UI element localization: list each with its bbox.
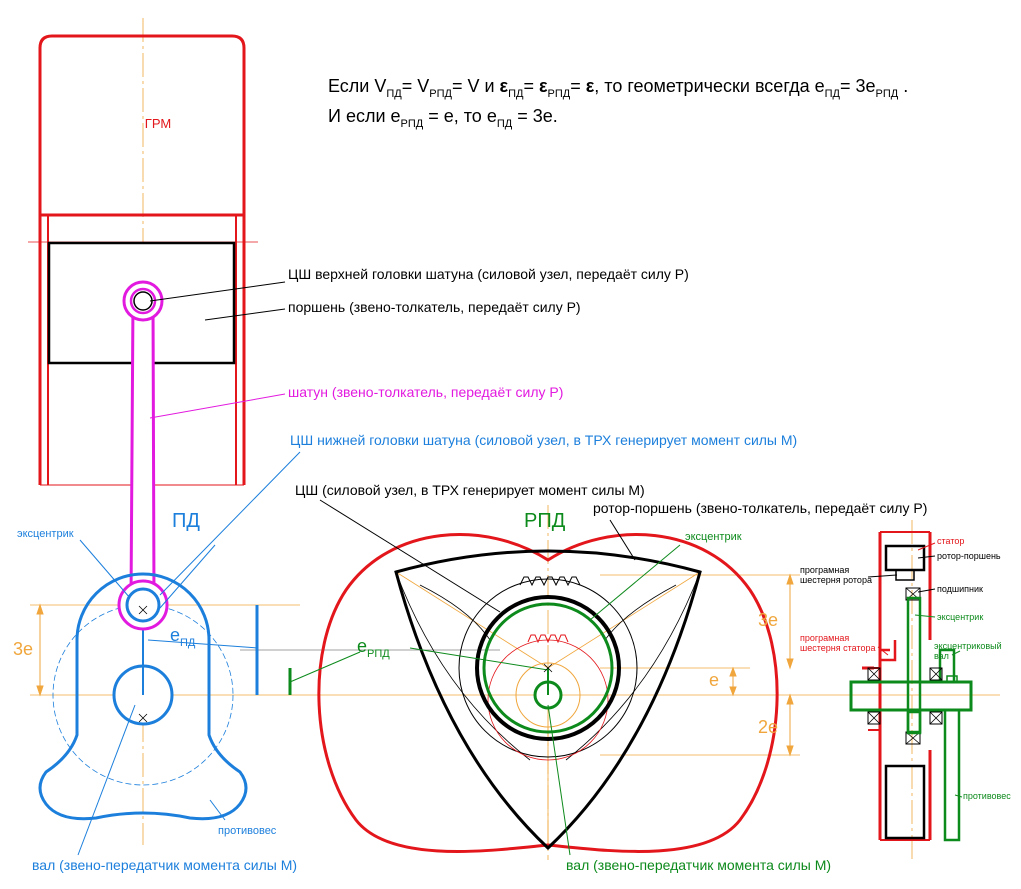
dim-2e-label: 2e xyxy=(758,717,778,737)
dim-rpd xyxy=(729,573,794,757)
side-ecc-shaft-label-2: вал xyxy=(934,651,949,661)
connecting-rod xyxy=(129,298,156,602)
rod-label: шатун (звено-толкатель, передаёт силу P) xyxy=(288,384,563,400)
grm-label: ГРМ xyxy=(145,116,171,131)
dim-3e-left-label: 3e xyxy=(13,639,33,659)
crank-web xyxy=(38,572,248,821)
side-counterweight-label: противовес xyxy=(963,791,1011,801)
side-rotor-piston-label: ротор-поршень xyxy=(937,551,1001,561)
stator-housing xyxy=(317,533,779,853)
rpd-bearing-ring xyxy=(475,595,621,741)
side-stator-gear-label-2: шестерня статора xyxy=(800,643,875,653)
joint-markers xyxy=(138,605,553,723)
eccentric-rpd-label: эксцентрик xyxy=(685,531,742,543)
rpd-joint-label: ЦШ (силовой узел, в ТРХ генерирует момен… xyxy=(295,482,645,498)
formula-line-2: И если eРПД = e, то eПД = 3e. xyxy=(328,106,558,130)
shaft-rpd-label: вал (звено-передатчик момента силы M) xyxy=(566,857,831,873)
dim-e-label: e xyxy=(709,670,719,690)
orange-circle-rpd xyxy=(515,662,581,728)
formula-line-1: Если VПД= VРПД= V и εПД= εРПД= ε, то гео… xyxy=(328,76,908,100)
rpd-title: РПД xyxy=(524,510,566,532)
side-ecc-shaft-label-1: эксцентриковый xyxy=(934,641,1002,651)
rotor-flank-curves xyxy=(395,571,701,761)
top-joint-label: ЦШ верхней головки шатуна (силовой узел,… xyxy=(288,266,689,282)
side-section xyxy=(849,520,973,860)
rotor-gear-teeth xyxy=(519,576,581,587)
eccentric-pd-label: эксцентрик xyxy=(17,528,74,540)
grm-housing xyxy=(38,34,246,217)
pd-title: ПД xyxy=(172,510,200,532)
stator-gear-teeth xyxy=(527,634,569,644)
dim-3e-right-label: 3e xyxy=(758,610,778,630)
eccentric-rpd xyxy=(482,602,614,734)
rpd-centerlines xyxy=(395,505,800,860)
rotor-gear-circle xyxy=(458,578,638,758)
side-rotor-gear-label-1: програмная xyxy=(800,565,849,575)
side-bearing-label: подшипник xyxy=(937,584,983,594)
rotor-piston-label: ротор-поршень (звено-толкатель, передаёт… xyxy=(593,500,927,516)
piston-label: поршень (звено-толкатель, передаёт силу … xyxy=(288,299,581,315)
counterweight-label: противовес xyxy=(218,825,277,837)
eccentric-pd xyxy=(125,587,161,623)
shaft-pd-label: вал (звено-передатчик момента силы M) xyxy=(32,857,297,873)
rotor-piston xyxy=(394,549,702,851)
side-rotor-gear-label-2: шестерня ротора xyxy=(800,575,872,585)
bottom-joint-label: ЦШ нижней головки шатуна (силовой узел, … xyxy=(290,432,797,448)
leader-lines xyxy=(77,281,963,856)
e-pd-label: eПД xyxy=(170,625,196,649)
side-eccentric-label: эксцентрик xyxy=(937,612,983,622)
stator-gear-circle xyxy=(487,639,609,761)
e-rpd-label: eРПД xyxy=(357,636,390,660)
side-stator-gear-label-1: програмная xyxy=(800,633,849,643)
side-stator-label: статор xyxy=(937,536,964,546)
dim-3e-left xyxy=(36,603,44,697)
